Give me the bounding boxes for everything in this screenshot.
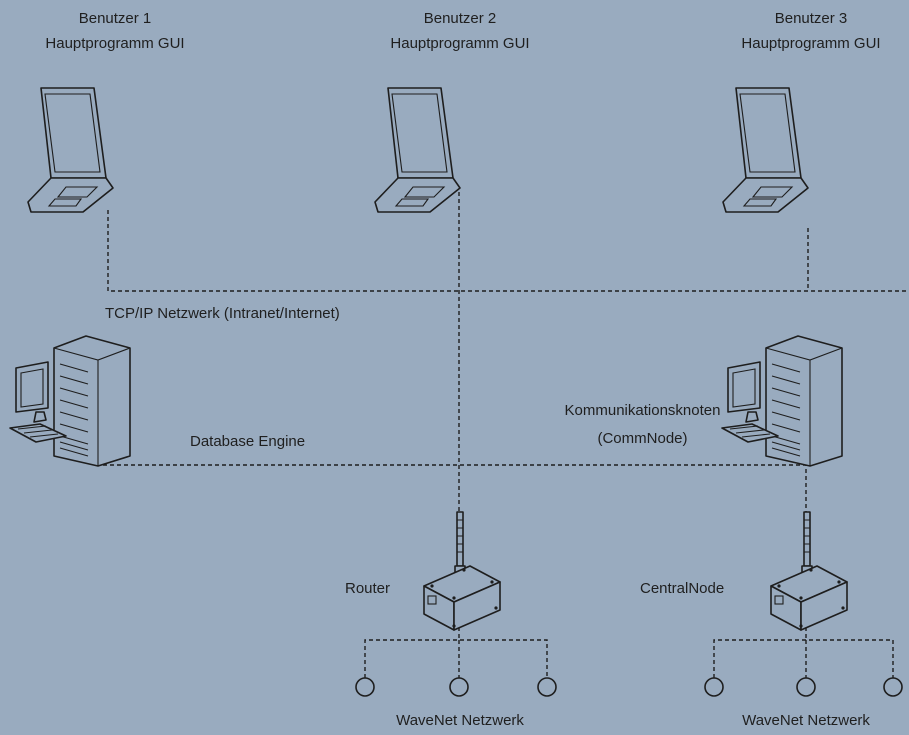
user-3-name: Benutzer 3: [774, 10, 848, 27]
user-3-label: Benutzer 3 Hauptprogramm GUI: [726, 9, 896, 53]
commnode-server-icon: [721, 335, 843, 467]
router-antenna-icon: [454, 511, 466, 575]
network-label: TCP/IP Netzwerk (Intranet/Internet): [105, 305, 340, 322]
centralnode-label: CentralNode: [640, 580, 725, 597]
wavenet-left-label: WaveNet Netzwerk: [396, 712, 524, 729]
laptop-icon: [374, 87, 461, 213]
database-server-icon: [9, 335, 131, 467]
wavenet-right-label: WaveNet Netzwerk: [742, 712, 870, 729]
tcpip-network-line: [107, 210, 909, 292]
wavenet-node-icon: [449, 677, 469, 697]
wavenet-node-icon: [704, 677, 724, 697]
user-1-app: Hauptprogramm GUI: [45, 35, 185, 52]
database-engine-label: Database Engine: [190, 433, 306, 450]
user-3-app: Hauptprogramm GUI: [741, 35, 881, 52]
centralnode-device-icon: [770, 565, 848, 631]
user-1-name: Benutzer 1: [78, 10, 152, 27]
user-2-label: Benutzer 2 Hauptprogramm GUI: [375, 9, 545, 53]
commnode-label: Kommunikationsknoten (CommNode): [535, 401, 750, 448]
laptop-icon: [27, 87, 114, 213]
commnode-label-line2: (CommNode): [597, 430, 688, 447]
user-2-app: Hauptprogramm GUI: [390, 35, 530, 52]
commnode-label-line1: Kommunikationsknoten: [564, 402, 721, 419]
centralnode-antenna-icon: [801, 511, 813, 575]
user-1-label: Benutzer 1 Hauptprogramm GUI: [30, 9, 200, 53]
wavenet-node-icon: [883, 677, 903, 697]
router-label: Router: [345, 580, 391, 597]
user-2-name: Benutzer 2: [423, 10, 497, 27]
wavenet-node-icon: [796, 677, 816, 697]
router-device-icon: [423, 565, 501, 631]
laptop-icon: [722, 87, 809, 213]
wavenet-node-icon: [537, 677, 557, 697]
wavenet-node-icon: [355, 677, 375, 697]
